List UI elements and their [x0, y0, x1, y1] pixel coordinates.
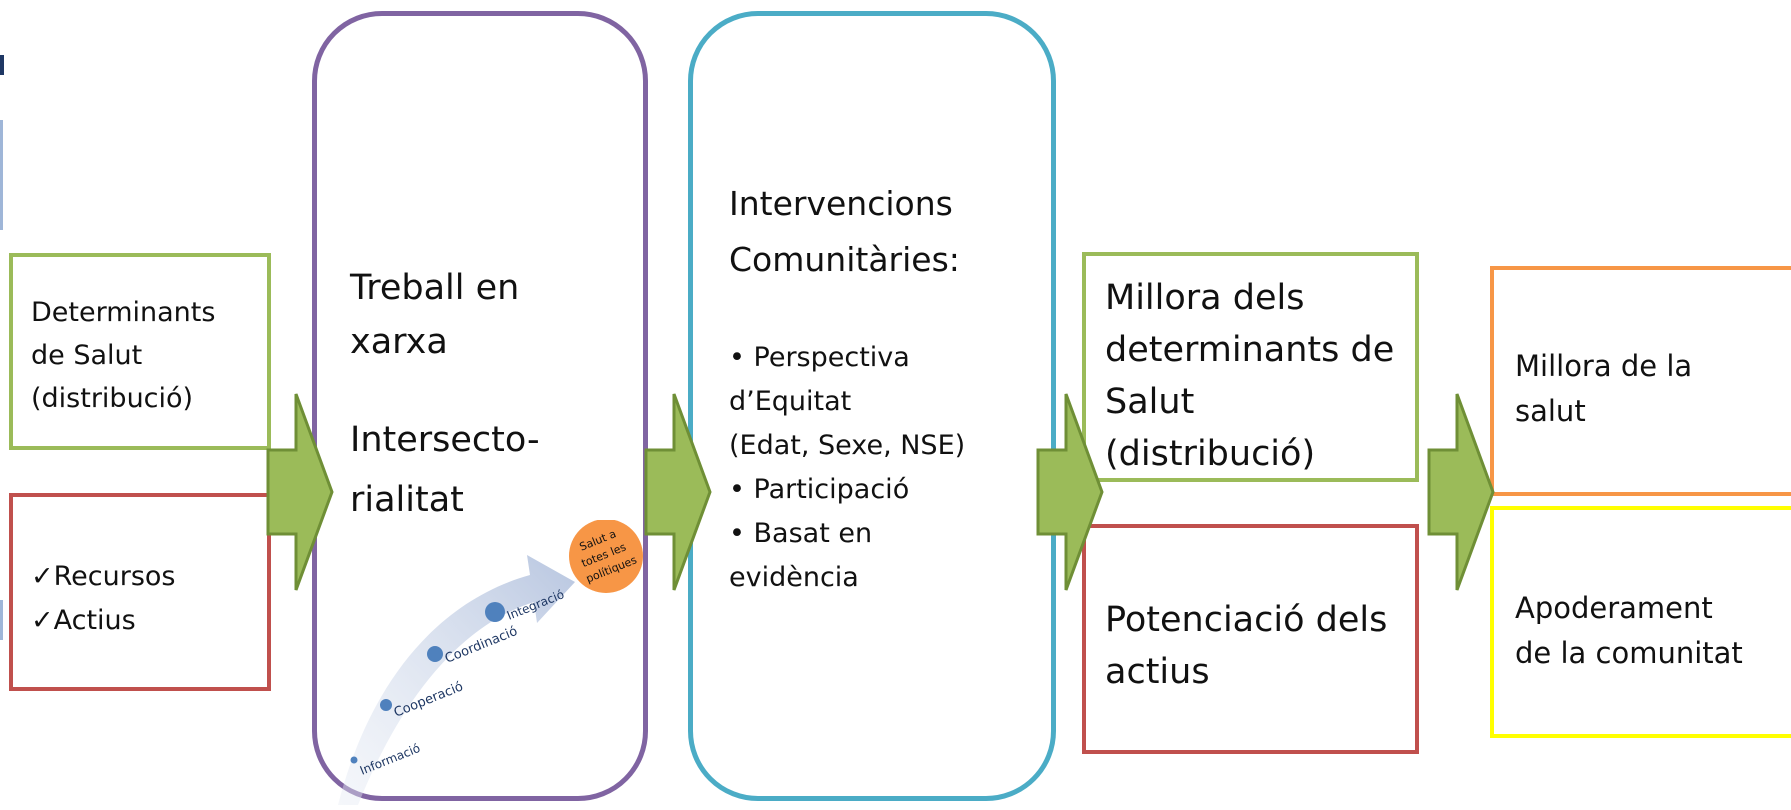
stage-dot — [380, 699, 392, 711]
stage-dot — [427, 646, 443, 662]
stage-dot — [485, 602, 505, 622]
empowerment-box: Apoderament de la comunitat — [1490, 506, 1791, 738]
assets-box: Potenciació dels actius — [1082, 524, 1419, 754]
empowerment-label: Apoderament de la comunitat — [1515, 591, 1743, 670]
determinants-box: Determinants de Salut (distribució) — [9, 253, 271, 450]
flow-arrow-icon — [644, 393, 712, 591]
network-subtitle: Intersecto- rialitat — [350, 420, 540, 520]
improvement-label: Millora dels determinants de Salut (dist… — [1105, 278, 1395, 474]
interventions-panel: Intervencions Comunitàries: • Perspectiv… — [688, 11, 1056, 801]
network-panel: Treball en xarxa Intersecto- rialitat — [312, 11, 648, 801]
assets-label: Potenciació dels actius — [1105, 600, 1388, 692]
flow-arrow-icon — [266, 393, 334, 591]
goal-circle — [569, 520, 643, 593]
health-box: Millora de la salut — [1490, 266, 1791, 496]
resources-label: ✓Recursos ✓Actius — [31, 561, 176, 636]
resources-box: ✓Recursos ✓Actius — [9, 493, 271, 691]
stage-dot — [350, 756, 358, 764]
progression-arrow-icon — [338, 555, 575, 805]
health-label: Millora de la salut — [1515, 349, 1693, 428]
interventions-bullet: • Basat en evidència — [729, 518, 873, 593]
flow-arrow-icon — [1427, 393, 1495, 591]
determinants-label: Determinants de Salut (distribució) — [31, 297, 216, 414]
interventions-title: Intervencions Comunitàries: — [729, 184, 960, 279]
improvement-box: Millora dels determinants de Salut (dist… — [1082, 252, 1419, 482]
left-edge-fragment — [0, 55, 4, 640]
network-title: Treball en xarxa — [350, 268, 520, 362]
interventions-bullet: • Participació — [729, 474, 910, 505]
integration-graphic: Informació Cooperació Coordinació Integr… — [338, 520, 643, 805]
flow-arrow-icon — [1036, 393, 1104, 591]
interventions-bullet: • Perspectiva d’Equitat (Edat, Sexe, NSE… — [729, 342, 966, 461]
